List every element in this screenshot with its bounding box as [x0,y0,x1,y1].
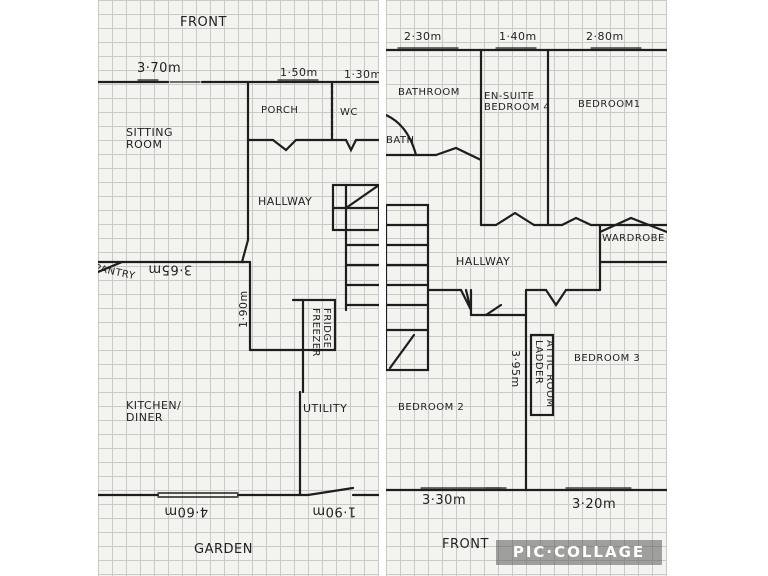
bathroom-label: BATHROOM [398,87,460,98]
wc-label: WC [340,107,358,118]
utility-label: UTILITY [303,402,348,415]
bedroom1-width-dimension: 2·80m [586,30,624,43]
fridge-freezer-label: FRIDGE FREEZER [310,308,333,357]
fridge-label-line1: FRIDGE [321,308,332,349]
bedroom2-width-dimension: 3·30m [422,493,467,508]
wc-width-dimension: 1·30m [344,68,379,81]
bedroom3-width-dimension: 3·20m [572,497,617,512]
attic-ladder-label: ATTIC ROOM LADDER [533,340,556,408]
utility-width-dimension: 1·90m [312,503,357,519]
sitting-room-depth-dimension: 3·65m [148,261,193,277]
bath-label: BATH [386,135,415,146]
bathroom-width-dimension: 2·30m [404,30,442,43]
sitting-room-label-line1: SITTING [126,126,173,139]
first-floor-plan: 2·30m 1·40m 2·80m BATHROOM BATH EN-SUITE… [386,0,667,576]
garden-label: GARDEN [194,542,253,557]
bedroom2-label: BEDROOM 2 [398,402,465,413]
ensuite-width-dimension: 1·40m [499,30,537,43]
front-label: FRONT [180,15,227,30]
kitchen-diner-label: KITCHEN/ DINER [126,400,181,423]
bedroom1-label: BEDROOM1 [578,99,641,110]
attic-label-line2: LADDER [533,340,545,385]
hallway-width-dimension: 1·90m [237,290,250,328]
ground-floor-plan: FRONT 3·70m 1·50m 1·30m SITTING ROOM POR… [98,0,379,576]
kitchen-label-line1: KITCHEN/ [126,399,182,412]
fridge-label-line2: FREEZER [310,308,322,357]
hallway-label: HALLWAY [258,195,313,208]
porch-width-dimension: 1·50m [280,66,318,79]
front-label-first-floor: FRONT [442,537,489,552]
sitting-room-label-line2: ROOM [126,137,163,151]
kitchen-label-line2: DINER [126,410,164,424]
bedroom2-depth-dimension: 3·95m [509,350,522,388]
ensuite-label: EN-SUITE BEDROOM 4 [484,91,551,113]
first-floor-walls [386,47,667,492]
porch-label: PORCH [261,105,299,116]
sitting-room-width-dimension: 3·70m [137,61,182,76]
bedroom3-label: BEDROOM 3 [574,353,641,364]
kitchen-width-dimension: 4·60m [164,503,209,519]
hallway-label-first-floor: HALLWAY [456,255,511,268]
ensuite-label-line2: BEDROOM 4 [484,101,551,113]
ensuite-label-line1: EN-SUITE [484,91,535,102]
ground-floor-walls [98,79,379,498]
attic-label-line1: ATTIC ROOM [544,340,555,408]
pic-collage-watermark: PIC·COLLAGE [496,540,662,565]
sitting-room-label: SITTING ROOM [126,127,173,150]
wardrobe-label: WARDROBE [602,233,665,244]
